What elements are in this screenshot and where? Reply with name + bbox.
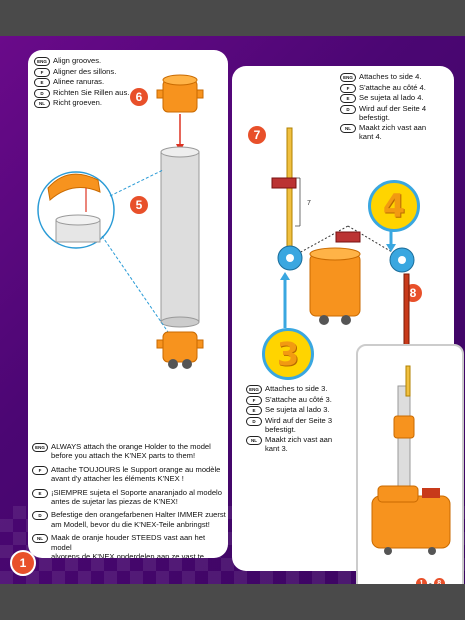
instruction-text: Richt groeven. xyxy=(53,98,102,107)
lang-badge: E xyxy=(246,406,262,415)
lang-badge: ENG xyxy=(34,57,50,66)
step-number-5: 5 xyxy=(130,196,148,214)
instruction-text: ALWAYS attach the orange Holder to the m… xyxy=(51,442,211,461)
lang-badge: ENG xyxy=(246,385,262,394)
instruction-text: Aligner des sillons. xyxy=(53,66,117,76)
blue-connector-left xyxy=(277,245,303,271)
model-preview-diagram xyxy=(371,365,451,555)
instruction-text: Richten Sie Rillen aus. xyxy=(53,87,130,97)
instruction-text: S'attache au côté 3. xyxy=(265,394,332,404)
lang-badge: F xyxy=(340,83,356,93)
lang-badge: E xyxy=(34,78,50,87)
lang-badge: ENG xyxy=(340,73,356,82)
step-number-6: 6 xyxy=(130,88,148,106)
lang-badge: NL xyxy=(34,99,50,108)
blue-connector-right xyxy=(389,247,415,273)
holder-assembly-diagram xyxy=(37,74,204,369)
instruction-text: Befestige den orangefarbenen Halter IMME… xyxy=(51,510,226,529)
instruction-text: Alinee ranuras. xyxy=(53,77,105,86)
instruction-text: Align grooves. xyxy=(53,56,102,65)
instruction-text: S'attache au côté 4. xyxy=(359,82,426,92)
lang-badge: D xyxy=(32,511,48,521)
lang-badge: F xyxy=(246,395,262,405)
page-number-badge: 1 xyxy=(10,550,36,576)
orange-holder-bottom xyxy=(156,331,204,369)
instruction-text: Maakt zich vast aan kant 4. xyxy=(359,122,427,142)
lang-badge: ENG xyxy=(32,443,48,452)
instruction-text: Se sujeta al lado 4. xyxy=(359,93,424,102)
instruction-text: Wird auf der Seite 3 befestigt. xyxy=(265,415,333,434)
instruction-text: Attache TOUJOURS le Support orange au mo… xyxy=(51,464,221,484)
step-range-label: 1 - 8 xyxy=(416,578,445,584)
instruction-text: Maakt zich vast aan kant 3. xyxy=(265,434,333,454)
instruction-text: Se sujeta al lado 3. xyxy=(265,405,330,414)
instruction-row: E¡SIEMPRE sujeta el Soporte anaranjado a… xyxy=(32,488,226,507)
side-number-4: 4 xyxy=(368,180,420,232)
lang-badge: F xyxy=(32,465,48,475)
model-preview-inset: 1 - 8 xyxy=(356,344,464,584)
range-separator: - xyxy=(429,579,432,584)
orange-holder-top xyxy=(156,74,204,113)
range-end: 8 xyxy=(433,578,445,584)
grey-tube xyxy=(160,146,200,328)
instruction-text: Maak de oranje houder STEEDS vast aan he… xyxy=(51,533,206,558)
side-number-3: 3 xyxy=(262,328,314,380)
lang-badge: D xyxy=(340,104,356,114)
side-attachment-diagram xyxy=(271,127,415,375)
instruction-text: Attaches to side 4. xyxy=(359,72,422,81)
lang-badge: NL xyxy=(246,435,262,445)
dimension-label: 7 xyxy=(307,200,311,207)
instruction-text: ¡SIEMPRE sujeta el Soporte anaranjado al… xyxy=(51,487,222,507)
instruction-text: Attaches to side 3. xyxy=(265,384,328,393)
orange-holder-center xyxy=(309,247,361,325)
range-start: 1 xyxy=(416,578,427,584)
lang-badge: F xyxy=(34,67,50,77)
lang-badge: D xyxy=(246,416,262,426)
lang-badge: NL xyxy=(340,123,356,133)
lang-badge: D xyxy=(34,88,50,98)
lang-badge: E xyxy=(340,94,356,103)
lang-badge: NL xyxy=(32,534,48,544)
lang-badge: E xyxy=(32,488,48,498)
step-number-7: 7 xyxy=(248,126,266,144)
instruction-text: Wird auf der Seite 4 befestigt. xyxy=(359,103,427,122)
